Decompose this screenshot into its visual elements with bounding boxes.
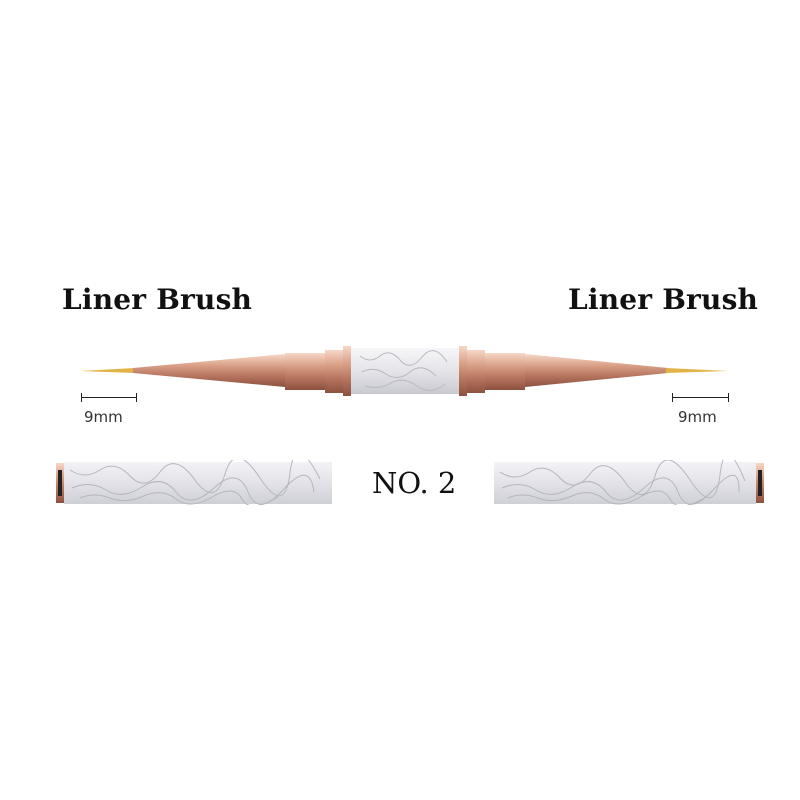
left-handle-piece	[56, 460, 332, 505]
right-ferrule-taper	[525, 354, 668, 387]
left-length-label: 9mm	[84, 408, 123, 426]
double-ended-brush	[80, 346, 728, 396]
right-ferrule-collar	[485, 353, 525, 390]
left-length-marker	[81, 393, 137, 405]
marble-center-grip	[351, 348, 459, 394]
right-length-marker	[672, 393, 729, 405]
right-brush-title: Liner Brush	[568, 283, 759, 316]
left-ferrule-taper	[133, 354, 285, 387]
right-handle-piece	[494, 460, 764, 505]
left-brush-title: Liner Brush	[62, 283, 253, 316]
model-number: NO. 2	[372, 466, 457, 500]
left-ferrule-collar	[285, 353, 325, 390]
right-bristle-tip	[666, 368, 728, 373]
left-bristle-tip	[80, 368, 135, 373]
right-length-label: 9mm	[678, 408, 717, 426]
